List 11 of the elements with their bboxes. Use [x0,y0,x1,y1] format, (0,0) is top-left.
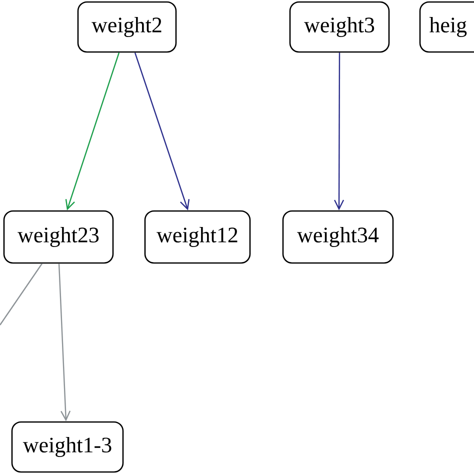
arrow [334,52,344,210]
node-box: heig [419,1,474,53]
node-box: weight34 [282,210,394,264]
node-box: weight3 [289,1,390,53]
node-box: weight12 [144,210,251,264]
arrow [58,264,71,422]
node-box: weight2 [77,1,177,53]
arrow [65,52,120,210]
node-box: weight23 [3,210,114,264]
node-box: weight1-3 [11,421,124,473]
arrow [134,52,190,210]
